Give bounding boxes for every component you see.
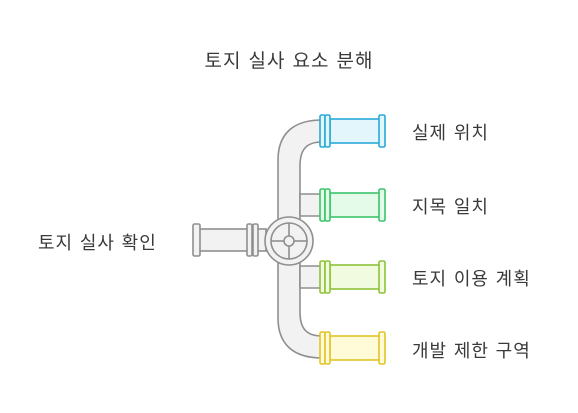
input-pipe-flange-2 — [252, 223, 259, 257]
output-pipe-flange-b-1 — [324, 114, 331, 148]
output-label-1: 실제 위치 — [412, 123, 489, 144]
output-pipe-end-flange-2 — [378, 188, 386, 222]
output-label-4: 개발 제한 구역 — [412, 341, 531, 362]
output-pipe-flange-b-4 — [324, 331, 331, 365]
branch-pipe-2 — [299, 193, 323, 217]
diagram-title: 토지 실사 요소 분해 — [204, 50, 374, 72]
output-pipe-end-flange-4 — [378, 331, 386, 365]
input-pipe-end-flange — [192, 223, 201, 257]
output-pipe-3 — [329, 264, 381, 290]
output-pipes — [319, 114, 386, 365]
branch-pipe-3 — [299, 265, 323, 289]
valve-center — [283, 235, 295, 247]
output-pipe-end-flange-1 — [378, 114, 386, 148]
input-pipe-flange-1 — [246, 223, 253, 257]
input-label: 토지 실사 확인 — [38, 233, 157, 254]
output-pipe-1 — [329, 118, 381, 144]
output-label-3: 토지 이용 계획 — [412, 269, 531, 290]
output-pipe-flange-b-2 — [324, 188, 331, 222]
output-pipe-end-flange-3 — [378, 260, 386, 294]
output-pipe-2 — [329, 192, 381, 218]
output-pipe-flange-b-3 — [324, 260, 331, 294]
output-label-2: 지목 일치 — [412, 197, 489, 218]
output-pipe-4 — [329, 335, 381, 361]
